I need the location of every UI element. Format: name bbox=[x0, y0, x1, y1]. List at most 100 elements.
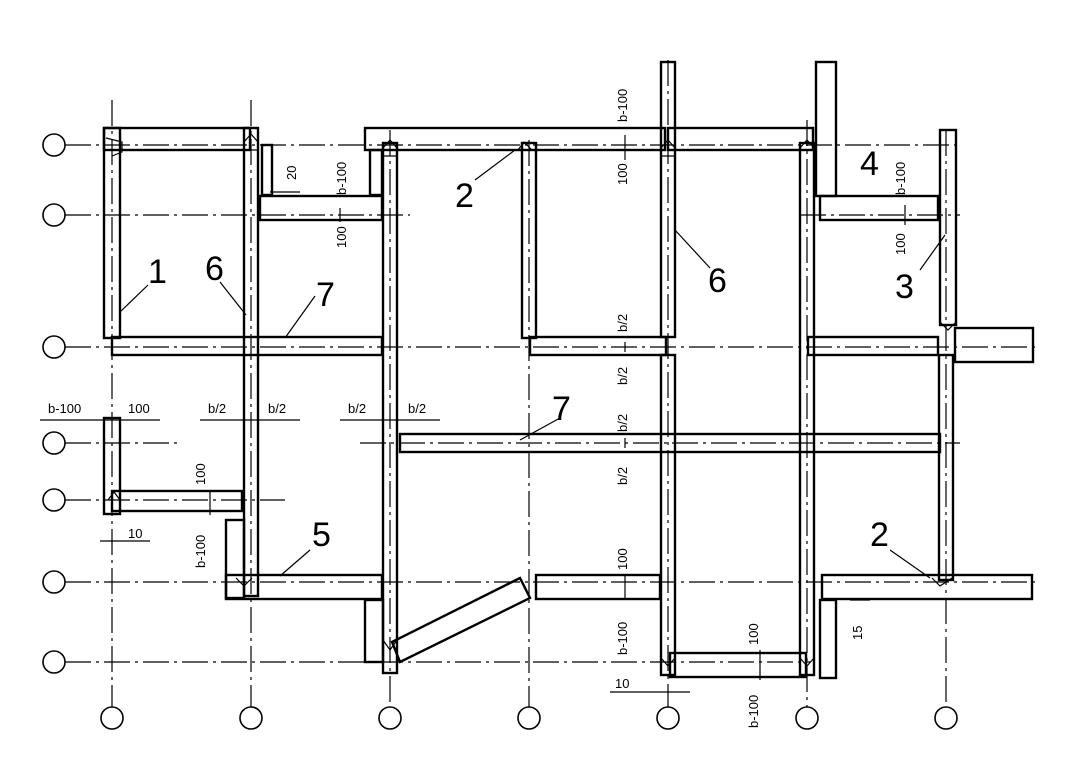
leader-line bbox=[219, 281, 247, 316]
dim-label: 100 bbox=[746, 623, 761, 645]
wall-panel bbox=[818, 598, 838, 680]
dim-label: 100 bbox=[128, 401, 150, 416]
wall-panel bbox=[258, 194, 384, 222]
column-bubble bbox=[100, 706, 124, 730]
dim-label: 10 bbox=[615, 676, 629, 691]
leader-line bbox=[119, 284, 149, 313]
wall-panel bbox=[381, 141, 399, 675]
leader-line bbox=[919, 234, 946, 271]
wall-panel bbox=[224, 518, 246, 600]
dim-label: 100 bbox=[615, 548, 630, 570]
joint-notch bbox=[235, 577, 253, 587]
wall-panel bbox=[806, 335, 940, 357]
callout-7: 7 bbox=[552, 390, 571, 428]
leader-line bbox=[674, 229, 711, 269]
column-bubble bbox=[378, 706, 402, 730]
joint-notch bbox=[931, 577, 953, 587]
wall-panel bbox=[659, 353, 677, 677]
leader-lines bbox=[119, 149, 946, 579]
leader-line bbox=[284, 295, 316, 339]
callout-4: 4 bbox=[860, 145, 879, 183]
dim-label: 100 bbox=[615, 163, 630, 185]
column-bubble bbox=[656, 706, 680, 730]
row-bubble bbox=[42, 133, 66, 157]
dimension-labels: b-100 100 b/2 b/2 b/2 b/2 10 10 20 b-100… bbox=[48, 89, 908, 728]
callout-5: 5 bbox=[312, 516, 331, 554]
wall-panel bbox=[818, 194, 940, 222]
wall-panel bbox=[534, 573, 662, 601]
column-axis-bubbles bbox=[100, 706, 958, 730]
wall-panel bbox=[102, 416, 122, 516]
wall-panel bbox=[398, 432, 942, 454]
dim-label: b-100 bbox=[615, 89, 630, 122]
wall-panel bbox=[102, 126, 252, 152]
wall-panel bbox=[659, 60, 677, 339]
dim-label: b/2 bbox=[348, 401, 366, 416]
wall-panel bbox=[363, 126, 667, 152]
joint-notch bbox=[517, 141, 533, 151]
dimension-lines bbox=[40, 135, 906, 693]
joint-notch bbox=[105, 137, 123, 157]
dim-label: b/2 bbox=[615, 367, 630, 385]
leader-line bbox=[474, 149, 516, 181]
dim-label: b/2 bbox=[615, 414, 630, 432]
vertical-wall-panels bbox=[102, 60, 958, 677]
callout-6: 6 bbox=[708, 262, 727, 300]
dim-label: 100 bbox=[893, 233, 908, 255]
wall-panel bbox=[110, 489, 244, 513]
diagonal-wall-panel bbox=[390, 576, 532, 664]
callout-3: 3 bbox=[895, 268, 914, 306]
wall-panel bbox=[668, 651, 808, 679]
dim-label: 10 bbox=[128, 526, 142, 541]
column-bubble bbox=[934, 706, 958, 730]
row-bubble bbox=[42, 650, 66, 674]
dim-label: b-100 bbox=[746, 695, 761, 728]
wall-panel bbox=[368, 148, 384, 197]
wall-panel bbox=[938, 128, 958, 327]
dim-label: 20 bbox=[284, 166, 299, 180]
wall-panel bbox=[110, 335, 384, 357]
row-bubble bbox=[42, 431, 66, 455]
wall-panel bbox=[666, 126, 815, 152]
callout-1: 1 bbox=[148, 253, 167, 291]
row-bubble bbox=[42, 335, 66, 359]
wall-panel bbox=[814, 60, 838, 198]
dim-label: b-100 bbox=[615, 622, 630, 655]
leader-line bbox=[889, 549, 931, 579]
callout-2: 2 bbox=[870, 516, 889, 554]
dim-label: b-100 bbox=[48, 401, 81, 416]
callout-2: 2 bbox=[455, 177, 474, 215]
joint-notch bbox=[382, 139, 398, 157]
wall-panel bbox=[260, 143, 274, 197]
dim-label: b/2 bbox=[615, 314, 630, 332]
dim-label: b-100 bbox=[893, 162, 908, 195]
dim-label: b-100 bbox=[193, 535, 208, 568]
joint-notch bbox=[382, 639, 398, 652]
dim-label: b-100 bbox=[334, 162, 349, 195]
joint-details bbox=[105, 133, 957, 667]
joint-notch bbox=[939, 321, 957, 331]
leader-line bbox=[519, 417, 561, 441]
dim-label: b/2 bbox=[208, 401, 226, 416]
joint-notch bbox=[243, 133, 259, 151]
column-bubble bbox=[517, 706, 541, 730]
callout-labels: 1 2 2 3 4 5 6 6 7 7 bbox=[148, 145, 914, 554]
dim-label: b/2 bbox=[408, 401, 426, 416]
column-bubble bbox=[239, 706, 263, 730]
callout-7: 7 bbox=[316, 276, 335, 314]
dim-label: b/2 bbox=[268, 401, 286, 416]
dim-label: 15 bbox=[850, 626, 865, 640]
joint-notch bbox=[107, 491, 121, 501]
row-bubble bbox=[42, 203, 66, 227]
column-axis-lines bbox=[111, 60, 947, 707]
row-bubble bbox=[42, 488, 66, 512]
joint-notch bbox=[799, 657, 815, 667]
dim-label: 100 bbox=[334, 226, 349, 248]
dim-label: 100 bbox=[193, 463, 208, 485]
wall-panel bbox=[363, 598, 385, 664]
joint-notch bbox=[660, 657, 676, 667]
joint-notch bbox=[660, 139, 676, 157]
joint-notch bbox=[799, 139, 815, 149]
wall-panel bbox=[937, 353, 955, 582]
